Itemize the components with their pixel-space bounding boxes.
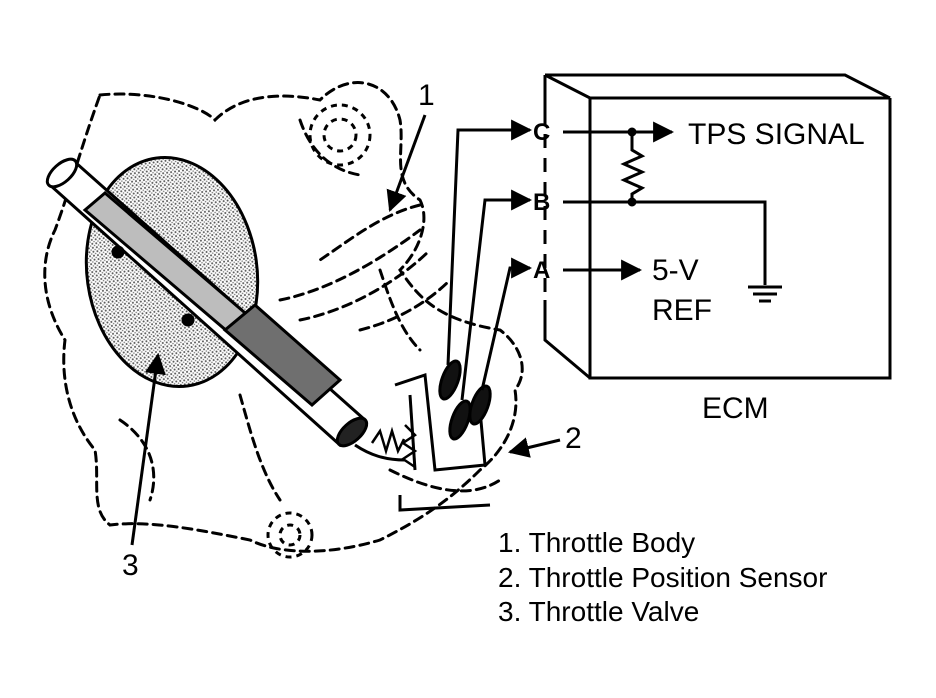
callout-3: 3 — [122, 352, 166, 582]
svg-text:3: 3 — [122, 549, 139, 582]
legend-item-2: 2. Throttle Position Sensor — [498, 562, 827, 593]
ground-symbol-icon — [748, 285, 782, 303]
pin-c: C — [533, 119, 550, 146]
tps-wiring — [446, 119, 533, 401]
throttle-shaft — [45, 157, 369, 448]
ecm-box — [543, 73, 892, 380]
pin-a: A — [533, 257, 550, 284]
callout-1: 1 — [386, 79, 435, 212]
ecm-pins: C B A — [533, 119, 550, 284]
legend-item-3: 3. Throttle Valve — [498, 596, 699, 627]
tps-signal-label: TPS SIGNAL — [688, 118, 865, 151]
legend-item-1: 1. Throttle Body — [498, 527, 695, 558]
5v-ref-label-line2: REF — [652, 294, 712, 327]
svg-text:2: 2 — [565, 422, 582, 455]
5v-ref-label-line1: 5-V — [652, 254, 699, 287]
callout-2: 2 — [507, 422, 582, 458]
svg-text:1: 1 — [418, 79, 435, 112]
tps-sensor — [354, 359, 492, 512]
throttle-body-outline — [43, 81, 524, 553]
ecm-label: ECM — [702, 392, 769, 425]
legend: 1. Throttle Body 2. Throttle Position Se… — [498, 527, 827, 627]
pin-b: B — [533, 189, 550, 216]
resistor-icon — [620, 132, 646, 202]
throttle-body-boss — [266, 103, 372, 559]
